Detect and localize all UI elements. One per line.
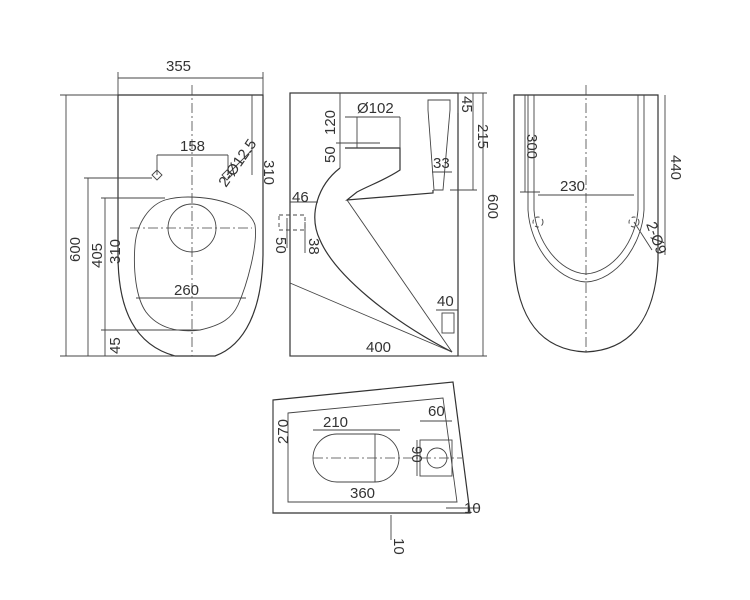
side-dim-600: 600 bbox=[484, 194, 501, 219]
front-view: 355 158 2-Ø12.5 310 600 405 310 260 45 bbox=[60, 58, 277, 357]
front-dim-158: 158 bbox=[180, 138, 205, 155]
front-dim-310-left: 310 bbox=[107, 239, 124, 264]
back-dim-holes: 2-Ø9 bbox=[642, 220, 669, 257]
side-dim-38: 38 bbox=[305, 238, 322, 255]
front-dim-600: 600 bbox=[67, 237, 84, 262]
top-dim-210: 210 bbox=[323, 414, 348, 431]
front-dim-405: 405 bbox=[89, 243, 106, 268]
front-view-outline bbox=[117, 94, 264, 357]
side-dim-46: 46 bbox=[292, 189, 309, 206]
front-dim-45: 45 bbox=[107, 337, 124, 354]
top-dim-10-bottom: 10 bbox=[390, 538, 407, 555]
back-hole-left bbox=[532, 216, 544, 228]
side-view: Ø102 120 50 45 215 33 46 50 38 600 bbox=[272, 92, 501, 357]
back-dim-230: 230 bbox=[560, 178, 585, 195]
back-hole-right bbox=[628, 216, 640, 228]
side-dim-inlet-diameter: Ø102 bbox=[357, 100, 394, 117]
side-dim-50-top: 50 bbox=[322, 146, 339, 163]
side-inlet-pipe bbox=[427, 99, 451, 191]
front-mount-hole-left bbox=[151, 169, 163, 181]
top-view: 270 210 60 90 360 10 10 bbox=[272, 381, 481, 555]
top-inner-outline bbox=[287, 397, 458, 503]
side-outlet-port bbox=[278, 214, 306, 231]
top-dim-270: 270 bbox=[275, 419, 292, 444]
front-dim-260: 260 bbox=[174, 282, 199, 299]
back-holes-leader bbox=[633, 221, 653, 251]
front-hole-leader bbox=[226, 149, 253, 176]
side-bottom-block bbox=[441, 312, 455, 334]
top-dim-90: 90 bbox=[408, 446, 425, 463]
back-view: 300 440 230 2-Ø9 bbox=[513, 85, 684, 353]
top-dim-360: 360 bbox=[350, 485, 375, 502]
back-inner-u-outer bbox=[527, 95, 645, 283]
back-dim-440: 440 bbox=[667, 155, 684, 180]
front-dim-hole-diameter: 2-Ø12.5 bbox=[215, 136, 260, 190]
front-dim-355: 355 bbox=[166, 58, 191, 75]
side-inner-diagonal bbox=[346, 199, 453, 353]
side-trap-curve bbox=[314, 167, 453, 353]
side-dim-45: 45 bbox=[458, 96, 475, 113]
side-dim-40: 40 bbox=[437, 293, 454, 310]
side-dim-50-outlet: 50 bbox=[272, 237, 289, 254]
side-dim-120: 120 bbox=[322, 110, 339, 135]
side-dim-33: 33 bbox=[433, 155, 450, 172]
side-dim-215: 215 bbox=[474, 124, 491, 149]
front-mount-hole-right bbox=[221, 169, 233, 181]
side-bowl-profile bbox=[345, 147, 434, 201]
front-bowl-outline bbox=[133, 196, 256, 332]
top-dim-10-right: 10 bbox=[464, 500, 481, 517]
side-bottom-diagonal bbox=[289, 282, 453, 353]
top-dim-60: 60 bbox=[428, 403, 445, 420]
front-dim-310-right: 310 bbox=[260, 160, 277, 185]
back-dim-300: 300 bbox=[523, 134, 540, 159]
side-dim-400: 400 bbox=[366, 339, 391, 356]
